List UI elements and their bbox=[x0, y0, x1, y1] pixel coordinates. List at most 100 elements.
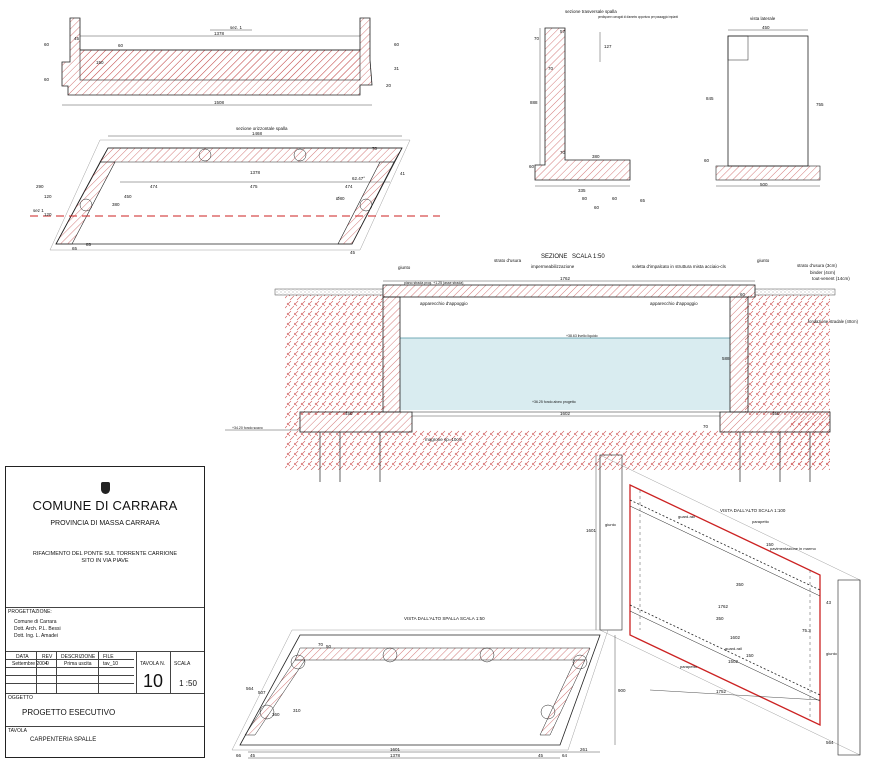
plan-deck-giunto-right: giunto bbox=[826, 651, 838, 656]
plan-deck-parapetto-top: parapetto bbox=[752, 519, 770, 524]
plan-deck-dim-1602: 1602 bbox=[730, 635, 741, 640]
transverse-note: predisporre corrugati di diametro opport… bbox=[598, 14, 678, 19]
main-label-magrone: magrone sp=10cm bbox=[425, 437, 463, 442]
side-view-dim-500: 500 bbox=[760, 182, 768, 187]
plan-section-dim-65: 65 bbox=[72, 246, 78, 251]
main-label-usura: strato d'usura bbox=[494, 258, 522, 263]
transverse-dim-380: 380 bbox=[592, 154, 600, 159]
plan-abutment-dim-564: 564 bbox=[246, 686, 254, 691]
object-label: OGGETTO bbox=[8, 695, 33, 701]
section-1-dim-45: 45 bbox=[74, 36, 80, 41]
plan-abutment-dim-66: 66 bbox=[236, 753, 242, 758]
sheet-label: TAVOLA bbox=[8, 728, 27, 734]
plan-deck-dim-564: 564 bbox=[826, 740, 834, 745]
plan-deck-dim-1752: 1752 bbox=[716, 689, 727, 694]
plan-abutment-dim-1378: 1378 bbox=[390, 753, 401, 758]
plan-abutment-dim-507: 507 bbox=[258, 690, 266, 695]
row-file: tav_10 bbox=[103, 661, 119, 667]
transverse-dim-70c: 70 bbox=[560, 150, 566, 155]
transverse-dim-57: 57 bbox=[560, 29, 566, 34]
row-description: Prima uscita bbox=[64, 661, 92, 667]
plan-section-dim-120b: 120 bbox=[44, 212, 52, 217]
plan-section-dim-1378: 1378 bbox=[250, 170, 261, 175]
main-label-appoggio-left: apparecchio d'appoggio bbox=[420, 301, 468, 306]
plan-section-dim-475: 475 bbox=[250, 184, 258, 189]
main-level-riverbed: +36.25 fondo alveo progetto bbox=[532, 400, 576, 404]
transverse-dim-70a: 70 bbox=[534, 36, 540, 41]
main-dim-450-left: 450 bbox=[345, 411, 353, 416]
coat-of-arms-icon bbox=[101, 482, 110, 494]
plan-deck-pavimentazione: pavimentazione in marmo bbox=[770, 546, 817, 551]
plan-deck-dim-1502: 1502 bbox=[728, 659, 739, 664]
main-label-usura-3cm: strato d'usura (3cm) bbox=[797, 263, 837, 268]
main-label-fondazione: fondazione stradale (40cm) bbox=[808, 319, 858, 324]
plan-abutment-dim-900: 900 bbox=[618, 688, 626, 693]
header-sheet-number: TAVOLA N. bbox=[140, 661, 166, 667]
project-line-2: SITO IN VIA PIAVE bbox=[81, 558, 129, 564]
plan-deck-dim-75: 75.3 bbox=[802, 628, 811, 633]
section-1-dim-60c: 60 bbox=[44, 42, 50, 47]
designer-3: Dott. Ing. L. Amadei bbox=[14, 633, 58, 639]
plan-section-dim-450: 450 bbox=[124, 194, 132, 199]
sheet-title: CARPENTERIA SPALLE bbox=[30, 737, 97, 743]
sheet-number: 10 bbox=[142, 671, 164, 691]
transverse-dim-127: 127 bbox=[604, 44, 612, 49]
plan-deck-dim-43: 43 bbox=[826, 600, 832, 605]
section-1-title: sez. 1 bbox=[230, 25, 243, 30]
plan-section-dim-85: 85 bbox=[86, 242, 92, 247]
plan-deck-dim-150b: 150 bbox=[746, 653, 754, 658]
header-rev: REV bbox=[42, 654, 53, 660]
object-value: PROGETTO ESECUTIVO bbox=[22, 708, 116, 717]
header-scale: SCALA bbox=[174, 661, 191, 667]
plan-abutment-dim-70: 70 bbox=[318, 642, 324, 647]
main-dim-1762: 1762 bbox=[560, 276, 571, 281]
plan-section-dim-1468: 1468 bbox=[252, 131, 263, 136]
plan-section-dim-290: 290 bbox=[36, 184, 44, 189]
main-dim-588: 588 bbox=[722, 356, 730, 361]
plan-deck-guardrail-top: guard-rail bbox=[678, 514, 695, 519]
plan-deck-guardrail-bottom: guard-rail bbox=[725, 646, 742, 651]
section-1-dim-1508: 1508 bbox=[214, 100, 225, 105]
section-1-dim-1378: 1378 bbox=[214, 31, 225, 36]
row-rev: 0 bbox=[46, 661, 49, 667]
main-label-giunto-right: giunto bbox=[757, 258, 770, 263]
side-view-dim-60: 60 bbox=[704, 158, 710, 163]
plan-deck-dim-1601: 1601 bbox=[586, 528, 597, 533]
main-level-road: piano strada prog. +1.25 (asse strada) bbox=[404, 281, 463, 285]
plan-deck-giunto-left: giunto bbox=[605, 522, 617, 527]
main-dim-70: 70 bbox=[703, 424, 709, 429]
side-view-dim-845: 845 bbox=[706, 96, 714, 101]
plan-section-dim-angle: 62.47° bbox=[352, 176, 365, 181]
plan-deck-dim-150a: 150 bbox=[766, 542, 774, 547]
transverse-dim-60c: 60 bbox=[612, 196, 618, 201]
main-label-soletta: soletta d'impalcato in struttura mista a… bbox=[632, 264, 727, 269]
main-label-appoggio-right: apparecchio d'appoggio bbox=[650, 301, 698, 306]
row-date: Settembre 2004 bbox=[12, 661, 48, 667]
header-description: DESCRIZIONE bbox=[61, 654, 96, 660]
transverse-dim-60b: 60 bbox=[594, 205, 600, 210]
section-1-dim-60b: 60 bbox=[394, 42, 400, 47]
main-dim-1602: 1602 bbox=[560, 411, 571, 416]
plan-abutment-dim-1601: 1601 bbox=[390, 747, 401, 752]
main-label-binder: binder (4cm) bbox=[810, 270, 836, 275]
plan-abutment-dim-261: 261 bbox=[580, 747, 588, 752]
side-view-drawing: vista laterale 450 845 755 60 500 bbox=[704, 16, 824, 187]
main-section-drawing: SEZIONE SCALA 1:50 giunto strato d'usura… bbox=[225, 254, 858, 482]
province-name: PROVINCIA DI MASSA CARRARA bbox=[50, 520, 160, 527]
plan-section-dim-474a: 474 bbox=[150, 184, 158, 189]
project-line-1: RIFACIMENTO DEL PONTE SUL TORRENTE CARRI… bbox=[32, 551, 178, 557]
city-name: COMUNE DI CARRARA bbox=[32, 498, 178, 513]
transverse-dim-65: 65 bbox=[640, 198, 646, 203]
transverse-dim-80: 80 bbox=[582, 196, 588, 201]
plan-section-dim-474b: 474 bbox=[345, 184, 353, 189]
plan-deck-drawing: VISTA DALL'ALTO SCALA 1:100 guard-rail p… bbox=[586, 454, 861, 756]
plan-section-dim-70: 70 bbox=[372, 146, 378, 151]
plan-deck-dim-350a: 350 bbox=[736, 582, 744, 587]
plan-abutment-title: VISTA DALL'ALTO SPALLA SCALA 1:50 bbox=[404, 616, 485, 621]
transverse-section-drawing: sezione trasversale spalla predisporre c… bbox=[529, 9, 678, 210]
plan-deck-parapetto-bottom: parapetto bbox=[680, 664, 698, 669]
plan-section-dim-41: 41 bbox=[400, 171, 406, 176]
main-label-impermeab: impermeabilizzazione bbox=[531, 264, 575, 269]
plan-deck-dim-1762: 1762 bbox=[718, 604, 729, 609]
section-1-dim-31: 31 bbox=[394, 66, 400, 71]
